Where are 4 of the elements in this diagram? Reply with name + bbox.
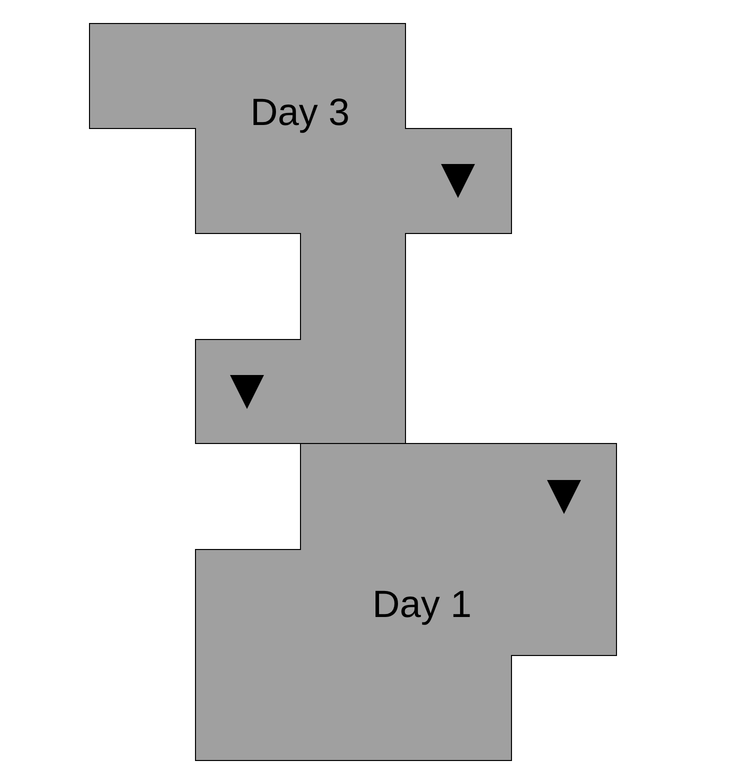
- region-label: Day 3: [250, 94, 350, 132]
- floor-region: [195, 443, 616, 760]
- region-label: Day 1: [372, 586, 472, 624]
- floor-region: [89, 23, 511, 443]
